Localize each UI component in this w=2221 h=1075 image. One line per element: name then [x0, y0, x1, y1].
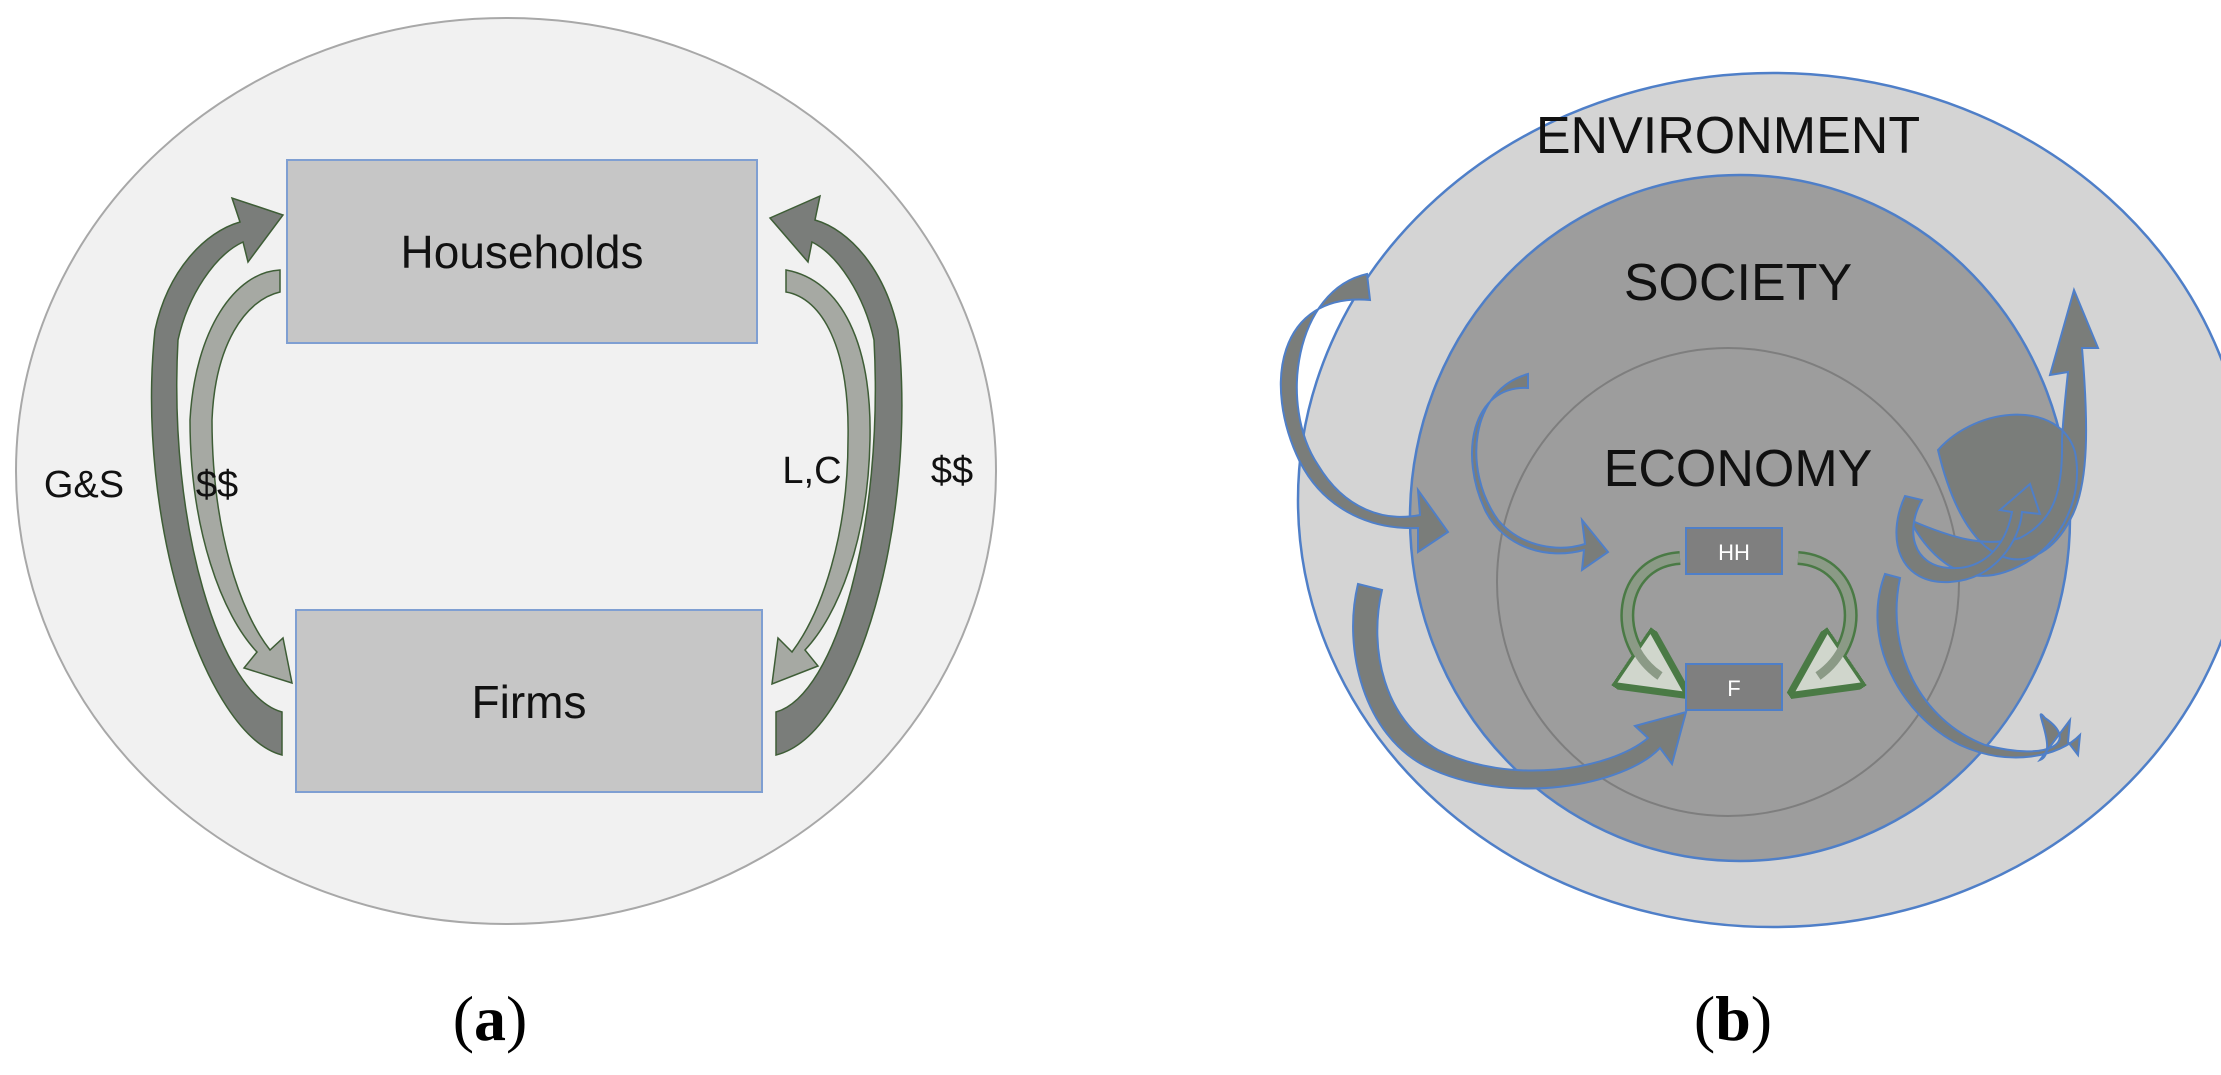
panel-a-caption: (a): [453, 983, 528, 1054]
goods-services-label: G&S: [44, 464, 124, 506]
households-box: [286, 159, 758, 344]
hh-to-f-left-arrow-core: [1622, 553, 1681, 680]
right-outer-flow-arrow: [768, 194, 903, 756]
left-outer-flow-arrow: [150, 196, 285, 756]
economy-label: ECONOMY: [1604, 440, 1873, 498]
hh-label: HH: [1718, 540, 1750, 565]
left-money-label: $$: [196, 464, 238, 506]
left-inner-flow-arrow: [189, 269, 293, 685]
hh-to-f-right-arrow-core: [1797, 553, 1856, 680]
environment-label: ENVIRONMENT: [1536, 107, 1920, 165]
f-box: [1685, 663, 1783, 711]
firms-box: [295, 609, 763, 793]
panel-b-nested-systems: ENVIRONMENT SOCIETY ECONOMY HH F (b): [1279, 71, 2221, 1054]
society-to-economy-arrow: [1471, 372, 1610, 573]
society-to-environment-arrow: [1907, 286, 2100, 577]
economy-to-environment-arrow: [1876, 572, 2082, 763]
right-inner-flow-arrow: [771, 269, 871, 686]
right-money-label: $$: [931, 450, 973, 492]
society-label: SOCIETY: [1624, 254, 1852, 312]
environment-to-economy-arrow: [1279, 272, 1450, 554]
panel-a-circular-flow: Households Firms G&S $$ L,C $$ (a): [15, 17, 997, 1054]
firms-label: Firms: [472, 676, 587, 728]
f-label: F: [1727, 676, 1740, 701]
economy-to-society-arrow: [1895, 482, 2042, 584]
households-label: Households: [401, 226, 644, 278]
environment-to-firms-arrow: [1352, 582, 1688, 790]
hh-box: [1685, 527, 1783, 575]
labor-capital-label: L,C: [782, 450, 841, 492]
panel-b-caption: (b): [1694, 983, 1772, 1054]
